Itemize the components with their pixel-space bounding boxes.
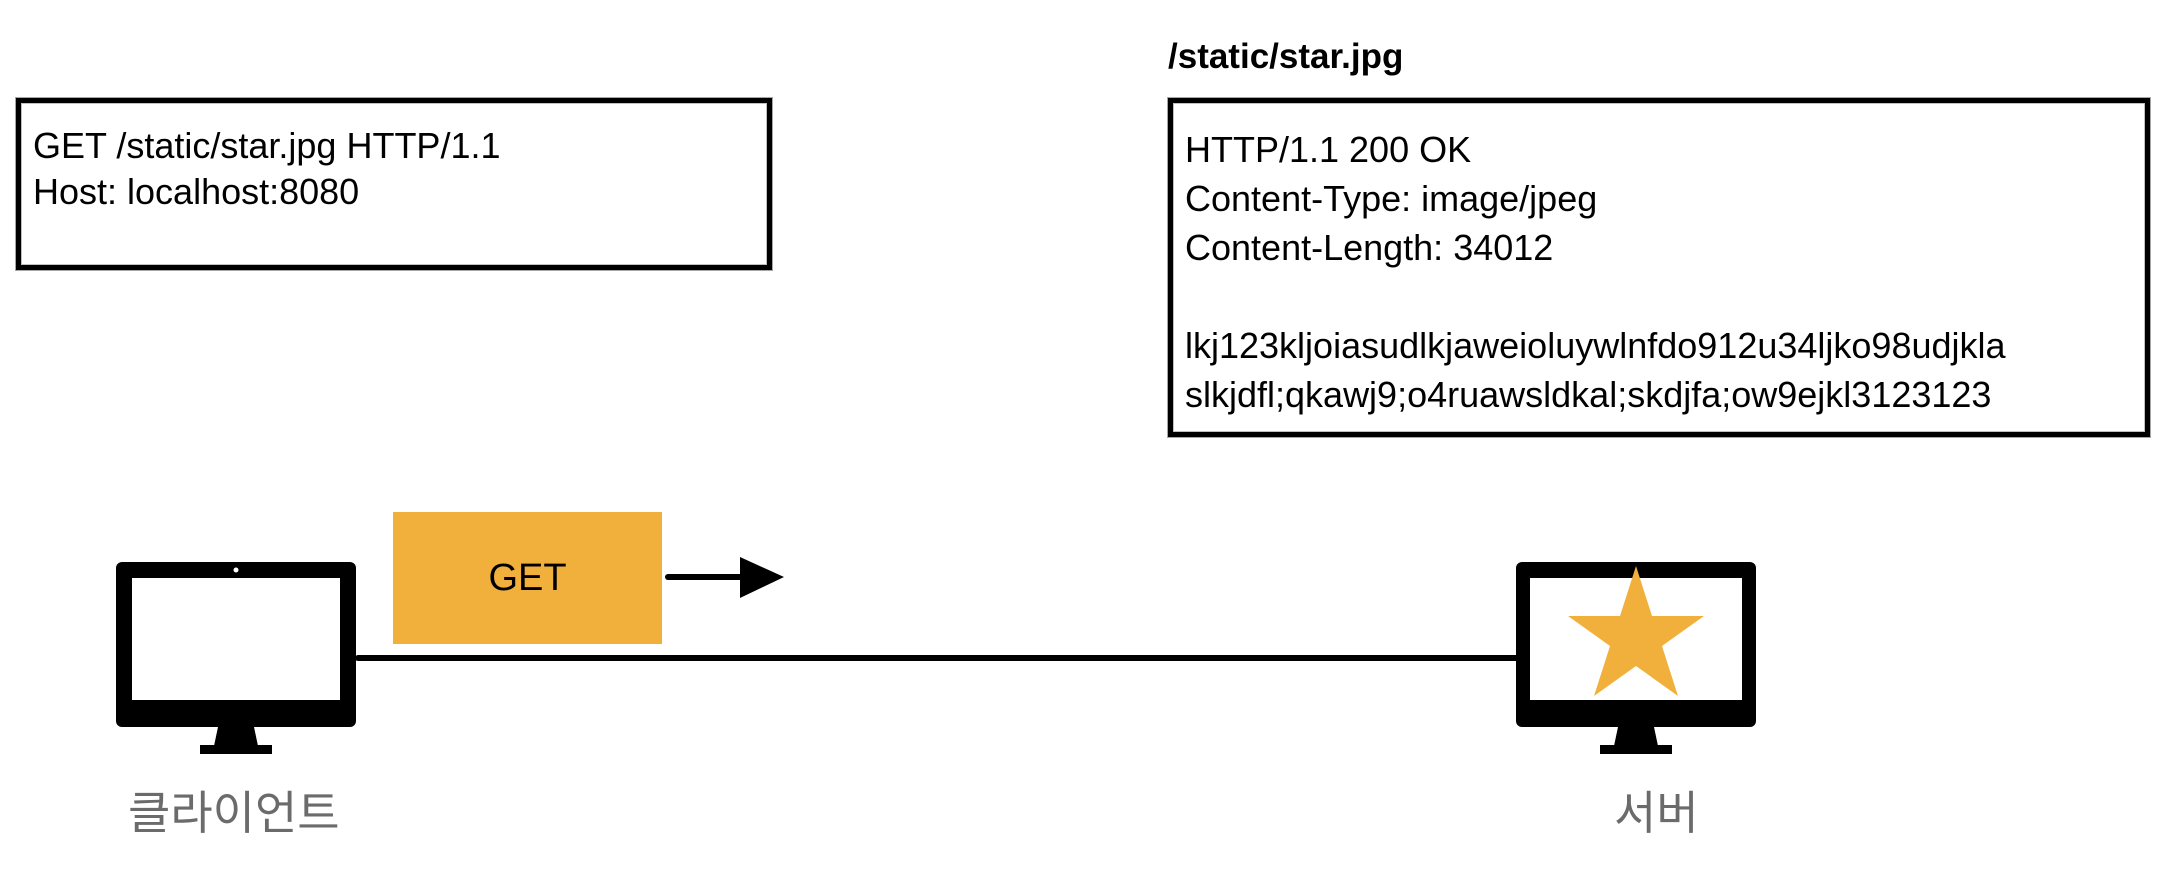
- server-caption: 서버: [1614, 786, 1699, 840]
- get-method-chip: GET: [393, 512, 662, 644]
- get-method-label: GET: [488, 556, 567, 599]
- response-body-line-1: lkj123kljoiasudlkjaweioluywlnfdo912u34lj…: [1185, 325, 2006, 366]
- response-content-length-header: Content-Length: 34012: [1185, 227, 1554, 268]
- response-resource-path: /static/star.jpg: [1168, 37, 1404, 76]
- client-caption: 클라이언트: [128, 786, 340, 840]
- star-icon: [1568, 566, 1704, 696]
- client-monitor-icon: [116, 562, 356, 754]
- response-body-line-2: slkjdfl;qkawj9;o4ruawsldkal;skdjfa;ow9ej…: [1185, 374, 1992, 415]
- request-line: GET /static/star.jpg HTTP/1.1: [33, 125, 501, 166]
- request-host-header: Host: localhost:8080: [33, 171, 360, 212]
- response-content-type-header: Content-Type: image/jpeg: [1185, 178, 1598, 219]
- arrow-right-icon: [665, 557, 784, 598]
- response-message-box: HTTP/1.1 200 OK Content-Type: image/jpeg…: [1168, 98, 2150, 437]
- request-message-box: GET /static/star.jpg HTTP/1.1 Host: loca…: [16, 98, 772, 270]
- response-status-line: HTTP/1.1 200 OK: [1185, 129, 1472, 170]
